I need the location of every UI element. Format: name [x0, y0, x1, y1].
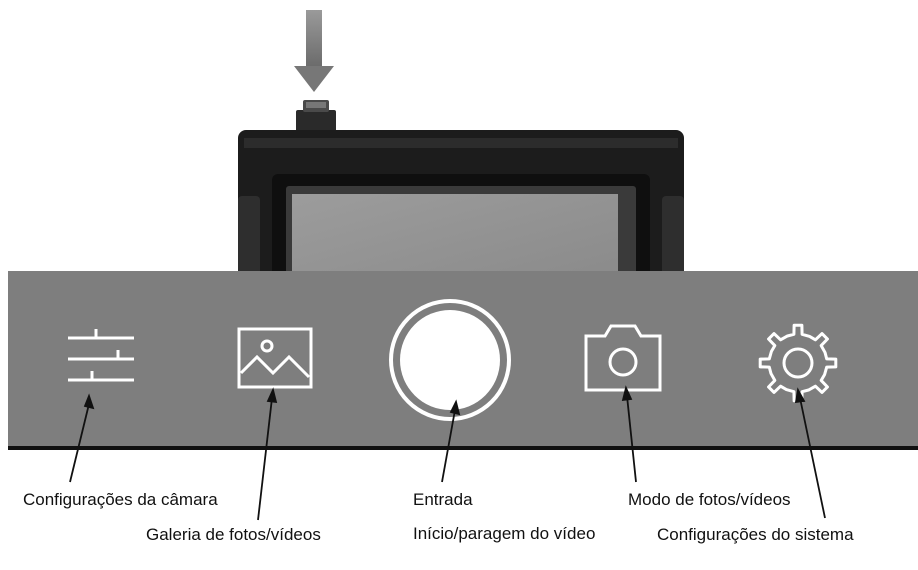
gear-icon — [758, 323, 838, 403]
callout-line-record — [441, 409, 456, 483]
callout-arrowhead — [266, 387, 278, 404]
label-entry: Entrada — [413, 490, 473, 509]
arrow-down-icon — [294, 10, 334, 92]
callout-arrowhead — [621, 385, 633, 402]
photo-video-mode-button[interactable] — [583, 322, 663, 394]
camera-settings-button[interactable] — [66, 326, 140, 390]
callout-line-system-settings — [799, 397, 826, 519]
record-icon — [389, 299, 511, 421]
image-gallery-icon — [237, 327, 313, 389]
sliders-icon — [68, 329, 134, 382]
label-system-settings: Configurações do sistema — [657, 525, 854, 544]
callout-arrowhead — [83, 393, 95, 410]
callout-line-mode — [626, 395, 637, 483]
camera-icon — [584, 324, 662, 392]
toolbar-bottom-border — [8, 446, 918, 450]
callout-line-camera-settings — [69, 403, 90, 483]
callout-arrowhead — [794, 387, 806, 404]
label-photo-video-mode: Modo de fotos/vídeos — [628, 490, 791, 509]
label-gallery: Galeria de fotos/vídeos — [146, 525, 321, 544]
label-record-note: Início/paragem do vídeo — [413, 524, 596, 543]
device-screen — [292, 194, 618, 284]
power-button[interactable] — [296, 100, 336, 132]
callout-line-gallery — [257, 397, 273, 521]
system-settings-button[interactable] — [753, 318, 843, 408]
label-camera-settings: Configurações da câmara — [23, 490, 218, 509]
gallery-button[interactable] — [237, 327, 315, 391]
callout-arrowhead — [449, 399, 461, 416]
record-button[interactable] — [387, 297, 513, 423]
